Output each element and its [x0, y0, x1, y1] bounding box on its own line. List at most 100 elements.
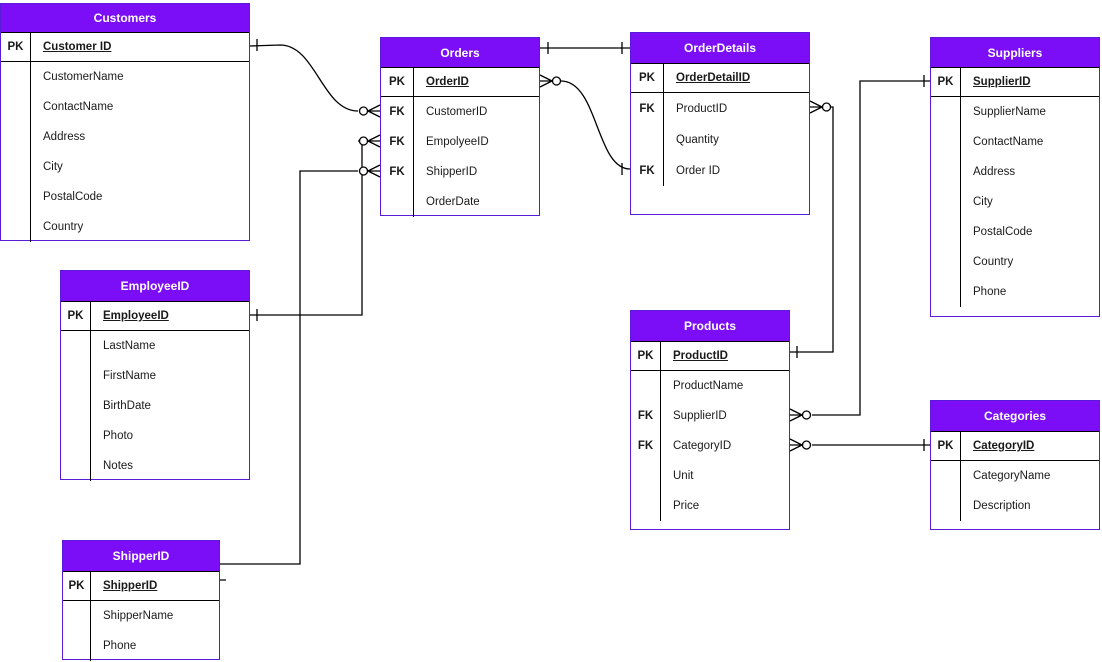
field-name-label: Phone	[103, 640, 137, 652]
key-type-label	[1, 92, 31, 122]
table-title: EmployeeID	[61, 271, 249, 301]
key-type-label	[1, 152, 31, 182]
field-name-label: PostalCode	[973, 226, 1033, 238]
zero-circle-icon	[801, 440, 812, 450]
key-type-label	[631, 124, 664, 155]
field-name-label: Unit	[673, 470, 694, 482]
key-type-label	[631, 461, 661, 491]
crowfoot-many-icon	[789, 408, 803, 422]
key-type-label: PK	[63, 572, 91, 600]
field-row-phone: Phone	[931, 277, 1099, 307]
field-name-label: ContactName	[973, 136, 1044, 148]
connector-suppliers-products[interactable]	[789, 75, 930, 422]
key-type-label	[931, 97, 961, 127]
field-name-label: City	[973, 196, 993, 208]
field-row-shippername: ShipperName	[63, 601, 219, 631]
key-type-label: PK	[931, 68, 961, 96]
key-type-label: FK	[631, 93, 664, 124]
field-name-label: Notes	[103, 460, 134, 472]
key-type-label	[1, 212, 31, 242]
field-name-label: SupplierID	[673, 410, 727, 422]
field-name-label: Price	[673, 500, 700, 512]
field-row-country: Country	[1, 212, 249, 242]
key-type-label	[931, 247, 961, 277]
key-type-label	[1, 122, 31, 152]
field-name-label: BirthDate	[103, 400, 151, 412]
connector-categories-products[interactable]	[789, 438, 930, 452]
field-name-label: CategoryID	[673, 440, 732, 452]
key-type-label: FK	[631, 155, 664, 186]
field-name-label: CategoryID	[973, 440, 1035, 452]
connector-orders-orderdetails[interactable]	[540, 42, 630, 54]
field-name-label: SupplierID	[973, 76, 1031, 88]
table-title: Orders	[381, 38, 539, 67]
field-name-label: Order ID	[676, 164, 721, 177]
field-row-quantity: Quantity	[631, 124, 809, 155]
field-row-orderdate: OrderDate	[381, 187, 539, 217]
zero-circle-icon	[358, 166, 369, 176]
field-name-label: Quantity	[676, 133, 719, 146]
zero-circle-icon	[358, 106, 369, 116]
field-row-country: Country	[931, 247, 1099, 277]
key-type-label	[61, 421, 91, 451]
field-row-shipperid: FK ShipperID	[381, 157, 539, 187]
field-row-notes: Notes	[61, 451, 249, 481]
key-type-label	[931, 491, 961, 521]
field-row-categoryname: CategoryName	[931, 461, 1099, 491]
field-name-label: Customer ID	[43, 41, 112, 53]
field-name-label: FirstName	[103, 370, 157, 382]
key-type-label	[381, 187, 414, 217]
field-row-firstname: FirstName	[61, 361, 249, 391]
key-type-label	[931, 277, 961, 307]
connector-orderid-orderdetails[interactable]	[539, 74, 631, 175]
table-title: Customers	[1, 4, 249, 32]
key-type-label	[61, 391, 91, 421]
connector-orderdetails-products[interactable]	[790, 100, 834, 358]
field-row-order-id: FK Order ID	[631, 155, 809, 186]
field-name-label: ProductID	[673, 350, 728, 362]
field-name-label: ProductName	[673, 380, 744, 392]
field-row-address: Address	[1, 122, 249, 152]
field-row-contactname: ContactName	[1, 92, 249, 122]
connector-customers-orders[interactable]	[249, 39, 381, 118]
key-type-label	[1, 182, 31, 212]
crowfoot-many-icon	[539, 74, 553, 88]
field-name-label: ShipperID	[103, 580, 158, 592]
field-name-label: LastName	[103, 340, 156, 352]
field-row-contactname: ContactName	[931, 127, 1099, 157]
zero-circle-icon	[358, 136, 369, 146]
connector-employeeid-orders[interactable]	[250, 134, 381, 321]
zero-circle-icon	[821, 102, 832, 112]
field-row-shipperid: PK ShipperID	[63, 571, 219, 601]
key-type-label: FK	[381, 157, 414, 187]
key-type-label	[63, 601, 91, 631]
field-name-label: ShipperID	[426, 166, 478, 178]
field-row-price: Price	[631, 491, 789, 521]
key-type-label: FK	[381, 97, 414, 127]
field-row-productname: ProductName	[631, 371, 789, 401]
field-row-unit: Unit	[631, 461, 789, 491]
table-title: ShipperID	[63, 541, 219, 571]
field-name-label: CustomerName	[43, 71, 124, 83]
key-type-label	[1, 62, 31, 92]
key-type-label	[61, 361, 91, 391]
field-row-customername: CustomerName	[1, 62, 249, 92]
key-type-label: PK	[931, 432, 961, 460]
zero-circle-icon	[551, 76, 562, 86]
key-type-label: PK	[381, 68, 414, 96]
field-row-city: City	[931, 187, 1099, 217]
